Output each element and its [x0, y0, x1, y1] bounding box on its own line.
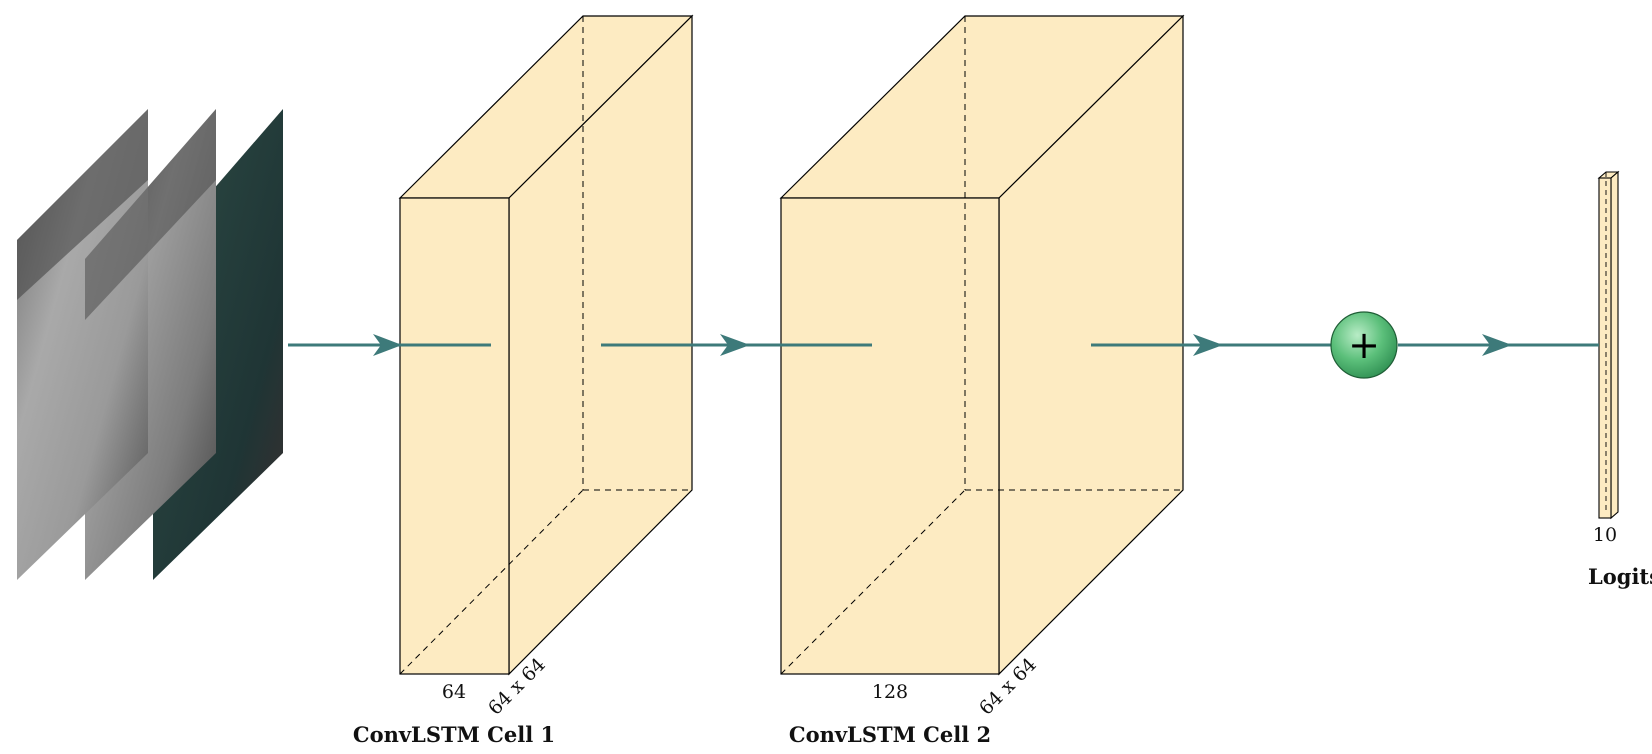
cell1-title: ConvLSTM Cell 1 [353, 722, 555, 747]
cell2-channels-label: 128 [872, 681, 908, 703]
logits-channels-label: 10 [1593, 524, 1617, 546]
arrowhead-4 [1482, 334, 1512, 356]
arrowhead-3 [1193, 334, 1223, 356]
arrowhead-1 [373, 334, 402, 356]
input-frames [17, 109, 283, 580]
arrowhead-2 [720, 334, 750, 356]
arrowheads [373, 334, 1512, 356]
logits-title: Logits [1588, 564, 1652, 589]
sum-node: + [1330, 311, 1398, 379]
convlstm-cell-1-block [398, 14, 694, 676]
cell1-channels-label: 64 [442, 681, 466, 703]
logits-block [1597, 170, 1620, 520]
cell2-title: ConvLSTM Cell 2 [789, 722, 991, 747]
sum-symbol: + [1348, 323, 1380, 367]
